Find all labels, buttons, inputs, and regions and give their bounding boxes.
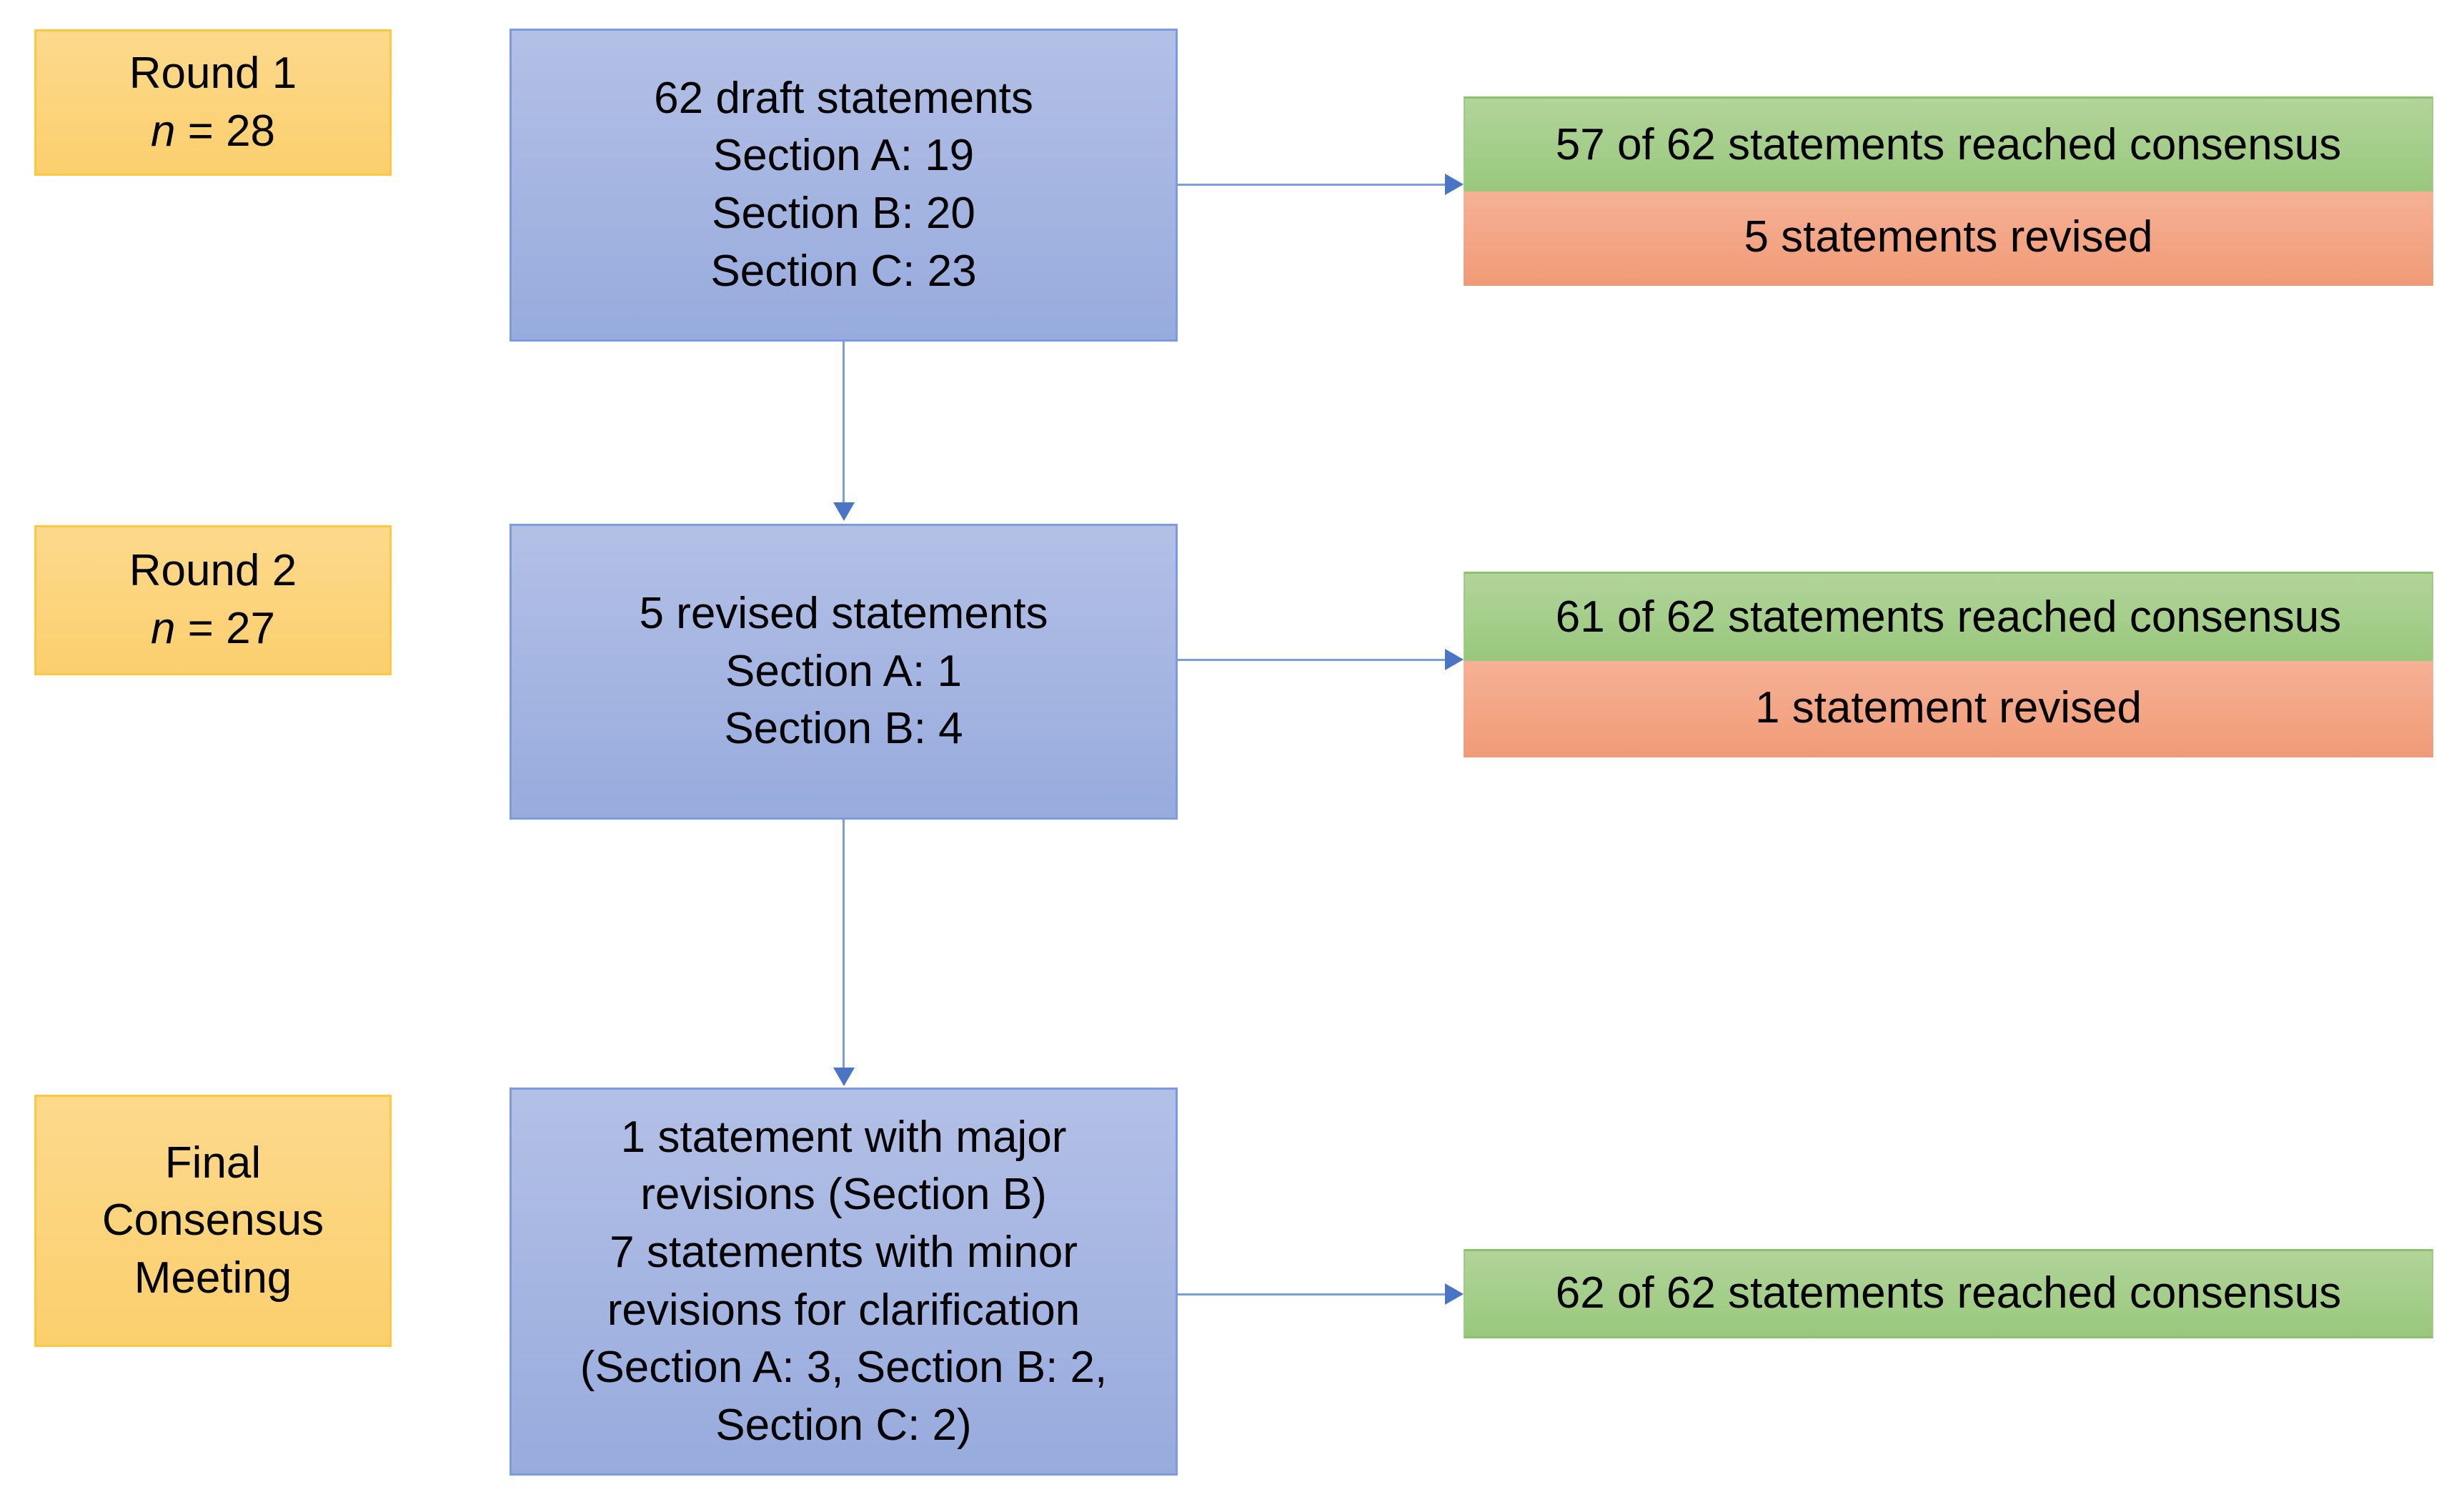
n-value: = 28 xyxy=(175,106,276,156)
stage-round-1-participants: n = 28 xyxy=(151,103,275,161)
process-final-revisions-text: 1 statement with major revisions (Sectio… xyxy=(580,1112,1108,1450)
n-symbol: n xyxy=(150,106,176,156)
outcome-round-1-revised-text: 5 statements revised xyxy=(1744,212,2153,262)
arrowhead-revised-to-final xyxy=(833,1068,855,1086)
stage-box-round-2: Round 2 n = 27 xyxy=(34,525,392,675)
process-revised-statements-text: 5 revised statements Section A: 1 Sectio… xyxy=(639,589,1048,754)
arrowhead-final-to-outcome xyxy=(1445,1283,1464,1305)
connector-draft-to-revised xyxy=(843,342,845,504)
arrowhead-round1-to-outcome xyxy=(1445,174,1464,195)
stage-round-1-label: Round 1 xyxy=(129,48,297,98)
process-draft-statements-text: 62 draft statements Section A: 19 Sectio… xyxy=(654,73,1033,296)
stage-box-round-1: Round 1 n = 28 xyxy=(34,29,392,176)
arrowhead-round2-to-outcome xyxy=(1445,649,1464,670)
outcome-round-1-consensus-text: 57 of 62 statements reached consensus xyxy=(1555,119,2342,169)
outcome-final-consensus-text: 62 of 62 statements reached consensus xyxy=(1555,1268,2342,1318)
arrowhead-draft-to-revised xyxy=(833,502,855,521)
connector-revised-to-final xyxy=(843,820,845,1069)
stage-round-2-participants: n = 27 xyxy=(151,600,275,658)
connector-round1-to-outcome xyxy=(1178,184,1446,186)
n-value: = 27 xyxy=(175,604,276,653)
process-box-revised-statements: 5 revised statements Section A: 1 Sectio… xyxy=(510,524,1178,820)
stage-box-final-consensus-meeting: Final Consensus Meeting xyxy=(34,1095,392,1347)
outcome-round-1-consensus: 57 of 62 statements reached consensus xyxy=(1464,96,2433,192)
outcome-round-2-revised-text: 1 statement revised xyxy=(1754,682,2142,732)
stage-final-label-line-3: Meeting xyxy=(134,1253,292,1303)
outcome-round-2-consensus-text: 61 of 62 statements reached consensus xyxy=(1555,592,2342,642)
stage-round-2-label: Round 2 xyxy=(129,546,297,596)
outcome-round-2-consensus: 61 of 62 statements reached consensus xyxy=(1464,572,2433,661)
process-box-draft-statements: 62 draft statements Section A: 19 Sectio… xyxy=(510,29,1178,342)
stage-final-label-line-1: Final xyxy=(164,1138,262,1188)
n-symbol: n xyxy=(150,604,176,653)
outcome-round-1-revised: 5 statements revised xyxy=(1464,192,2433,286)
connector-round2-to-outcome xyxy=(1178,659,1446,661)
outcome-round-2-revised: 1 statement revised xyxy=(1464,661,2433,757)
stage-final-label-line-2: Consensus xyxy=(101,1195,324,1245)
outcome-final-consensus: 62 of 62 statements reached consensus xyxy=(1464,1249,2433,1338)
process-box-final-revisions: 1 statement with major revisions (Sectio… xyxy=(510,1088,1178,1476)
connector-final-to-outcome xyxy=(1178,1293,1446,1295)
